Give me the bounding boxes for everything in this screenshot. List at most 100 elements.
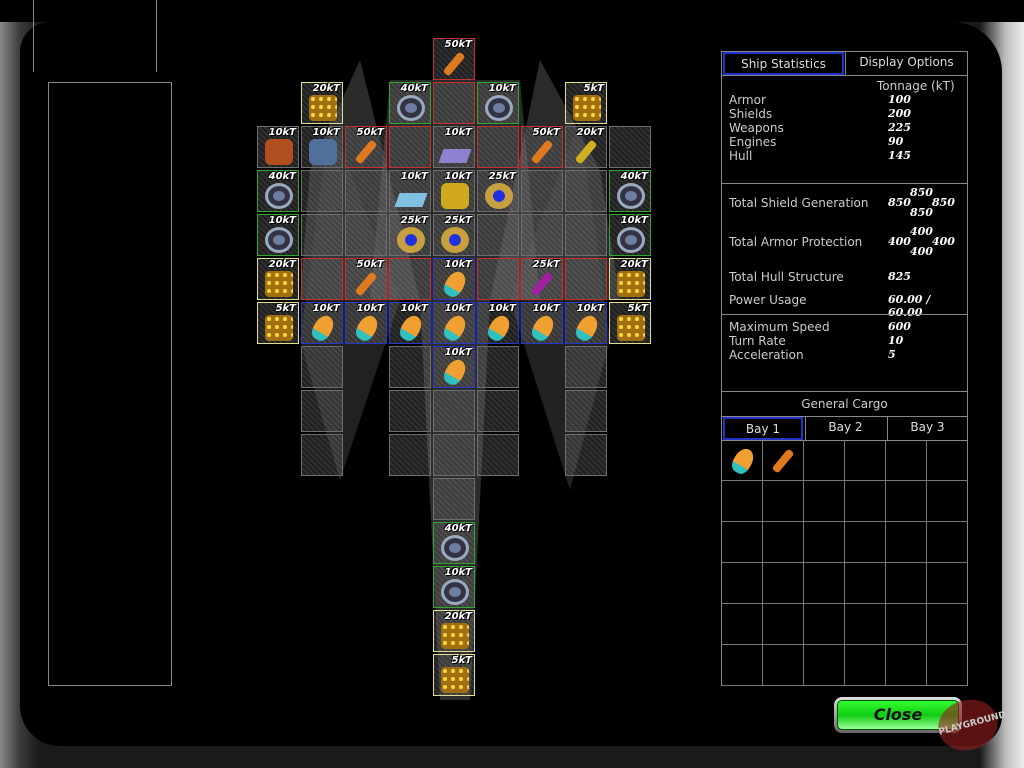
ship-slot-reactor[interactable]: 10kT — [433, 170, 475, 212]
cargo-slot[interactable] — [845, 522, 886, 563]
ship-slot-empty[interactable] — [433, 434, 475, 476]
ship-slot-empty[interactable] — [565, 346, 607, 388]
ship-slot-engine[interactable]: 10kT — [433, 302, 475, 344]
cargo-slot[interactable] — [804, 645, 845, 686]
ship-slot-solar-panel[interactable]: 10kT — [301, 126, 343, 168]
cargo-slot[interactable] — [763, 440, 804, 481]
cargo-slot[interactable] — [927, 440, 968, 481]
cargo-slot[interactable] — [886, 645, 927, 686]
ship-slot-empty[interactable] — [477, 126, 519, 168]
ship-slot-shield-generator[interactable]: 10kT — [433, 566, 475, 608]
cargo-slot[interactable] — [845, 604, 886, 645]
ship-slot-engine[interactable]: 10kT — [477, 302, 519, 344]
ship-slot-armor-plate[interactable]: 20kT — [609, 258, 651, 300]
cargo-slot[interactable] — [886, 563, 927, 604]
ship-slot-empty[interactable] — [389, 126, 431, 168]
ship-slot-empty[interactable] — [565, 214, 607, 256]
tab-display-options[interactable]: Display Options — [845, 52, 967, 75]
ship-slot-armor-plate[interactable]: 5kT — [565, 82, 607, 124]
cargo-slot[interactable] — [763, 563, 804, 604]
cargo-slot[interactable] — [722, 440, 763, 481]
cargo-slot[interactable] — [763, 481, 804, 522]
ship-slot-empty[interactable] — [477, 214, 519, 256]
tab-ship-statistics[interactable]: Ship Statistics — [723, 52, 844, 75]
ship-slot-empty[interactable] — [389, 258, 431, 300]
cargo-slot[interactable] — [845, 440, 886, 481]
ship-slot-engine[interactable]: 10kT — [389, 302, 431, 344]
ship-slot-empty[interactable] — [389, 434, 431, 476]
ship-slot-empty[interactable] — [389, 346, 431, 388]
ship-slot-shield-generator[interactable]: 10kT — [477, 82, 519, 124]
cargo-slot[interactable] — [886, 440, 927, 481]
ship-slot-armor-plate[interactable]: 20kT — [433, 610, 475, 652]
ship-slot-empty[interactable] — [565, 170, 607, 212]
cargo-slot[interactable] — [927, 645, 968, 686]
ship-slot-engine[interactable]: 10kT — [301, 302, 343, 344]
ship-slot-missile[interactable]: 50kT — [521, 126, 563, 168]
ship-slot-empty[interactable] — [565, 434, 607, 476]
ship-slot-armor-plate[interactable]: 5kT — [433, 654, 475, 696]
ship-slot-empty[interactable] — [477, 258, 519, 300]
cargo-slot[interactable] — [722, 522, 763, 563]
ship-slot-empty[interactable] — [345, 214, 387, 256]
ship-slot-engine[interactable]: 10kT — [345, 302, 387, 344]
ship-slot-engine[interactable]: 10kT — [433, 346, 475, 388]
ship-slot-empty[interactable] — [301, 214, 343, 256]
cargo-slot[interactable] — [722, 481, 763, 522]
ship-slot-empty[interactable] — [433, 390, 475, 432]
ship-slot-armor-plate[interactable]: 20kT — [257, 258, 299, 300]
ship-slot-empty[interactable] — [433, 478, 475, 520]
cargo-slot[interactable] — [804, 522, 845, 563]
cargo-slot[interactable] — [804, 604, 845, 645]
cargo-slot[interactable] — [722, 604, 763, 645]
cargo-slot[interactable] — [886, 604, 927, 645]
cargo-slot[interactable] — [845, 645, 886, 686]
ship-slot-shield-generator[interactable]: 40kT — [433, 522, 475, 564]
ship-slot-scanner[interactable]: 10kT — [389, 170, 431, 212]
ship-slot-empty[interactable] — [521, 170, 563, 212]
cargo-bay-tab-2[interactable]: Bay 2 — [805, 417, 885, 440]
cargo-slot[interactable] — [804, 440, 845, 481]
cargo-slot[interactable] — [927, 481, 968, 522]
ship-slot-armor-plate[interactable]: 5kT — [609, 302, 651, 344]
ship-slot-shield-generator[interactable]: 40kT — [609, 170, 651, 212]
cargo-slot[interactable] — [722, 563, 763, 604]
ship-slot-empty[interactable] — [433, 82, 475, 124]
ship-slot-empty[interactable] — [477, 390, 519, 432]
ship-slot-armor-plate[interactable]: 5kT — [257, 302, 299, 344]
ship-slot-empty[interactable] — [477, 434, 519, 476]
ship-slot-engine[interactable]: 10kT — [433, 258, 475, 300]
ship-slot-torpedo[interactable]: 25kT — [521, 258, 563, 300]
ship-slot-computer[interactable]: 10kT — [433, 126, 475, 168]
ship-slot-sensor[interactable]: 10kT — [257, 126, 299, 168]
cargo-slot[interactable] — [804, 481, 845, 522]
ship-slot-engine[interactable]: 10kT — [521, 302, 563, 344]
ship-slot-missile[interactable]: 50kT — [345, 126, 387, 168]
ship-slot-cannon[interactable]: 20kT — [565, 126, 607, 168]
ship-slot-empty[interactable] — [389, 390, 431, 432]
ship-slot-empty[interactable] — [345, 170, 387, 212]
ship-slot-missile[interactable]: 50kT — [345, 258, 387, 300]
ship-slot-empty[interactable] — [609, 126, 651, 168]
cargo-slot[interactable] — [804, 563, 845, 604]
cargo-slot[interactable] — [927, 604, 968, 645]
ship-slot-empty[interactable] — [301, 258, 343, 300]
cargo-slot[interactable] — [845, 481, 886, 522]
ship-slot-empty[interactable] — [301, 170, 343, 212]
ship-slot-empty[interactable] — [521, 214, 563, 256]
cargo-bay-tab-3[interactable]: Bay 3 — [887, 417, 967, 440]
cargo-slot[interactable] — [763, 645, 804, 686]
cargo-slot[interactable] — [763, 604, 804, 645]
cargo-slot[interactable] — [722, 645, 763, 686]
ship-slot-mine[interactable]: 25kT — [477, 170, 519, 212]
cargo-slot[interactable] — [763, 522, 804, 563]
cargo-slot[interactable] — [927, 563, 968, 604]
ship-slot-empty[interactable] — [301, 346, 343, 388]
ship-slot-empty[interactable] — [565, 390, 607, 432]
ship-slot-engine[interactable]: 10kT — [565, 302, 607, 344]
ship-slot-empty[interactable] — [565, 258, 607, 300]
ship-slot-shield-generator[interactable]: 40kT — [257, 170, 299, 212]
ship-slot-shield-generator[interactable]: 10kT — [609, 214, 651, 256]
ship-slot-empty[interactable] — [301, 434, 343, 476]
ship-slot-mine[interactable]: 25kT — [433, 214, 475, 256]
